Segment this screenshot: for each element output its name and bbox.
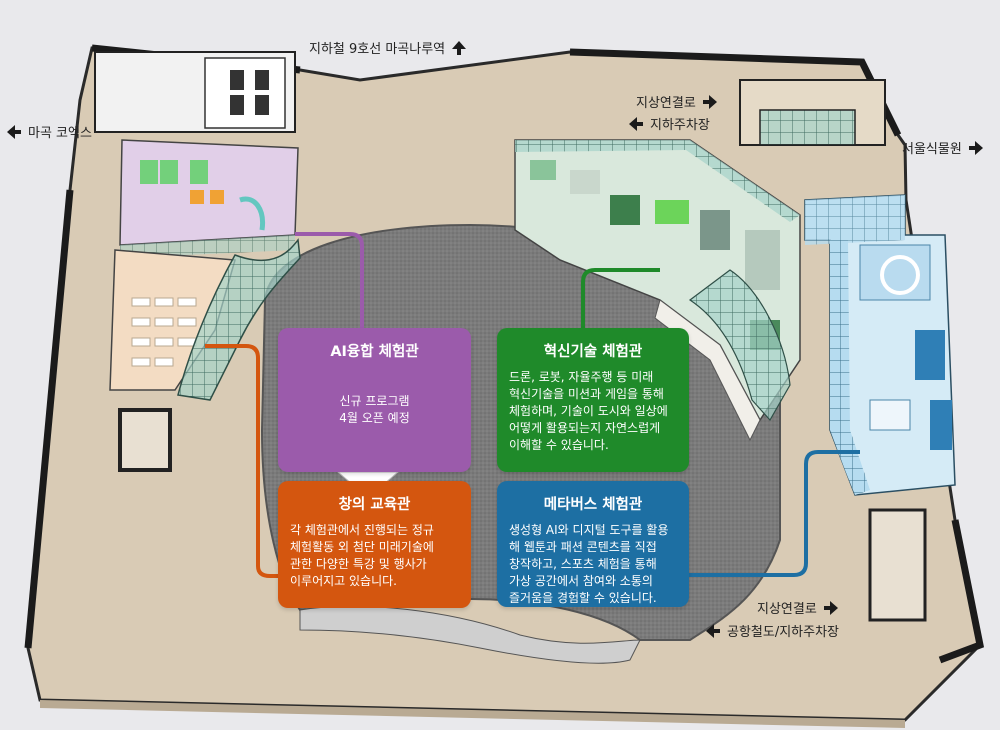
direction-upper-right-1: 지상연결로 bbox=[636, 92, 718, 111]
ai-hall-line: 신규 프로그램 bbox=[339, 394, 410, 408]
arrow-right-icon bbox=[702, 94, 717, 109]
direction-upper-right-1-label: 지상연결로 bbox=[636, 96, 696, 111]
creative-hall-line: 이루어지고 있습니다. bbox=[290, 574, 397, 588]
metaverse-hall-description: 생성형 AI와 디지털 도구를 활용 해 웹툰과 패션 콘텐츠를 직접 창작하고… bbox=[497, 522, 689, 607]
arrow-up-icon bbox=[452, 40, 467, 55]
arrow-right-icon bbox=[823, 600, 838, 615]
ai-hall-description: 신규 프로그램 4월 오픈 예정 bbox=[278, 393, 471, 427]
direction-bottom-right-1: 지상연결로 bbox=[757, 598, 839, 617]
lower-right-block bbox=[868, 508, 927, 622]
service-block bbox=[94, 51, 296, 133]
ai-hall-card[interactable]: AI융합 체험관 신규 프로그램 4월 오픈 예정 bbox=[278, 328, 471, 472]
innovation-hall-card[interactable]: 혁신기술 체험관 드론, 로봇, 자율주행 등 미래 혁신기술을 미션과 게임을… bbox=[497, 328, 689, 472]
innovation-hall-title: 혁신기술 체험관 bbox=[543, 344, 643, 360]
innovation-hall-line: 어떻게 활용되는지 자연스럽게 bbox=[509, 421, 661, 435]
direction-bottom-right-1-label: 지상연결로 bbox=[757, 602, 817, 617]
direction-right: 서울식물원 bbox=[902, 138, 984, 157]
ai-hall-line: 4월 오픈 예정 bbox=[339, 411, 410, 425]
direction-top: 지하철 9호선 마곡나루역 bbox=[309, 38, 467, 57]
innovation-hall-line: 혁신기술을 미션과 게임을 통해 bbox=[509, 387, 664, 401]
innovation-hall-line: 드론, 로봇, 자율주행 등 미래 bbox=[509, 370, 654, 384]
ai-hall-title: AI융합 체험관 bbox=[330, 344, 419, 360]
metaverse-hall-line: 생성형 AI와 디지털 도구를 활용 bbox=[509, 523, 669, 537]
ai-connector bbox=[295, 232, 364, 328]
metaverse-hall-card[interactable]: 메타버스 체험관 생성형 AI와 디지털 도구를 활용 해 웹툰과 패션 콘텐츠… bbox=[497, 481, 689, 607]
metaverse-hall-line: 해 웹툰과 패션 콘텐츠를 직접 bbox=[509, 540, 657, 554]
creative-hall-line: 관한 다양한 특강 및 행사가 bbox=[290, 557, 427, 571]
direction-top-label: 지하철 9호선 마곡나루역 bbox=[309, 42, 446, 57]
metaverse-hall-line: 즐거움을 경험할 수 있습니다. bbox=[509, 591, 657, 605]
creative-hall-line: 각 체험관에서 진행되는 정규 bbox=[290, 523, 434, 537]
direction-upper-right-2-label: 지하주차장 bbox=[650, 118, 710, 133]
creative-hall-card[interactable]: 창의 교육관 각 체험관에서 진행되는 정규 체험활동 외 첨단 미래기술에 관… bbox=[278, 481, 471, 608]
direction-right-label: 서울식물원 bbox=[902, 142, 962, 157]
arrow-left-icon bbox=[7, 124, 21, 139]
direction-bottom-right-2-label: 공항철도/지하주차장 bbox=[727, 625, 840, 640]
innovation-hall-description: 드론, 로봇, 자율주행 등 미래 혁신기술을 미션과 게임을 통해 체험하며,… bbox=[497, 369, 689, 454]
innovation-hall-line: 체험하며, 기술이 도시와 일상에 bbox=[509, 404, 668, 418]
innovation-connector bbox=[581, 268, 660, 328]
innovation-hall-room bbox=[514, 139, 801, 442]
direction-bottom-right-2: 공항철도/지하주차장 bbox=[705, 621, 839, 640]
metaverse-connector bbox=[688, 450, 860, 577]
ai-hall-room bbox=[119, 139, 299, 258]
arrow-left-icon bbox=[629, 116, 643, 131]
creative-hall-description: 각 체험관에서 진행되는 정규 체험활동 외 첨단 미래기술에 관한 다양한 특… bbox=[278, 522, 471, 590]
arrow-left-icon bbox=[706, 623, 720, 638]
innovation-hall-line: 이해할 수 있습니다. bbox=[509, 438, 609, 452]
creative-hall-title: 창의 교육관 bbox=[338, 497, 411, 513]
direction-left: 마곡 코엑스 bbox=[6, 122, 92, 141]
metaverse-hall-line: 가상 공간에서 참여와 소통의 bbox=[509, 574, 653, 588]
creative-hall-line: 체험활동 외 첨단 미래기술에 bbox=[290, 540, 434, 554]
direction-left-label: 마곡 코엑스 bbox=[28, 126, 92, 141]
direction-upper-right-2: 지하주차장 bbox=[628, 114, 710, 133]
connector-lines bbox=[205, 232, 860, 578]
metaverse-hall-room bbox=[804, 194, 956, 496]
arrow-right-icon bbox=[968, 140, 983, 155]
lower-left-block bbox=[118, 408, 172, 472]
creative-hall-room bbox=[109, 238, 301, 401]
creative-connector bbox=[205, 344, 278, 578]
metaverse-hall-title: 메타버스 체험관 bbox=[543, 497, 643, 513]
metaverse-hall-line: 창작하고, 스포츠 체험을 통해 bbox=[509, 557, 657, 571]
upper-right-block bbox=[739, 79, 886, 146]
